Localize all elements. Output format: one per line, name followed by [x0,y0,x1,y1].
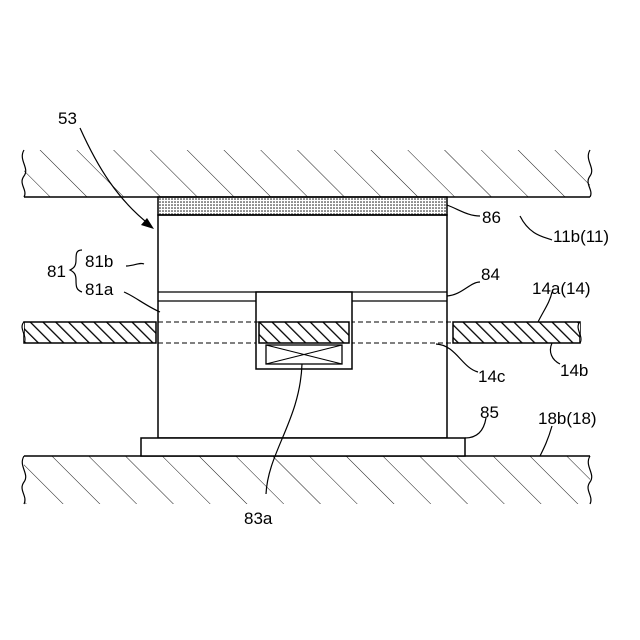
label-83a: 83a [244,509,273,528]
label-81b: 81b [85,252,113,271]
label-85: 85 [480,403,499,422]
dotted-layer-86 [158,197,447,215]
label-14a: 14a(14) [532,279,591,298]
inner-block [256,292,352,369]
upper-wall-11b [14,150,604,197]
label-84: 84 [481,265,500,284]
base-plate-85 [141,438,465,456]
label-81a: 81a [85,280,114,299]
lower-base-18b [14,456,604,504]
label-11b: 11b(11) [553,227,609,246]
label-18b: 18b(18) [538,409,597,428]
label-81: 81 [47,262,66,281]
plate-14-right [453,322,581,343]
label-53: 53 [58,109,77,128]
label-14b: 14b [560,361,588,380]
plate-14-left [22,322,156,343]
label-14c: 14c [478,367,506,386]
label-86: 86 [482,208,501,227]
